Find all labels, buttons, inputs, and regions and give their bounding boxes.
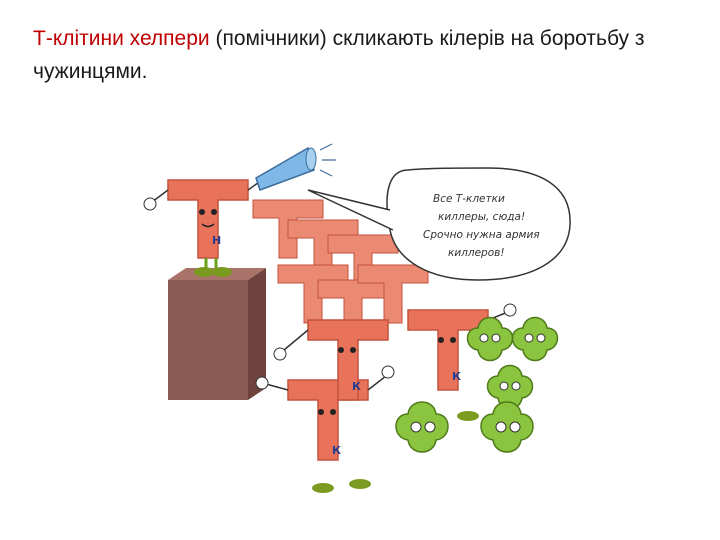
svg-text:К: К [452,370,461,383]
slide-title: Т-клітини хелпери (помічники) скликають … [33,22,693,88]
helper-letter: Н [212,234,221,247]
bubble-line-3: Срочно нужна армия [423,229,540,241]
svg-text:К: К [352,380,361,393]
bubble-line-4: киллеров! [448,247,505,259]
megaphone-icon [255,143,336,191]
alien-faces [410,333,546,433]
title-accent: Т-клітини хелпери [33,27,210,50]
speech-bubble: Все Т-клетки киллеры, сюда! Срочно нужна… [307,167,571,281]
pedestal [168,268,266,400]
t-cell-illustration: Н Все Т-клетки киллеры, сюда! Срочно нуж… [143,143,571,493]
killer-t-cell: К [273,319,389,401]
killer-t-cell: К [255,365,395,493]
bubble-line-1: Все Т-клетки [433,193,505,205]
bubble-line-2: киллеры, сюда! [438,211,525,223]
alien-cells [395,316,559,453]
killer-letter: К [332,444,341,457]
title-rest: (помічники) скликають кілерів на боротьб… [33,27,645,83]
killer-t-cell: К [407,303,517,421]
t-cell-crowd [252,199,429,339]
helper-t-cell: Н [143,179,263,277]
